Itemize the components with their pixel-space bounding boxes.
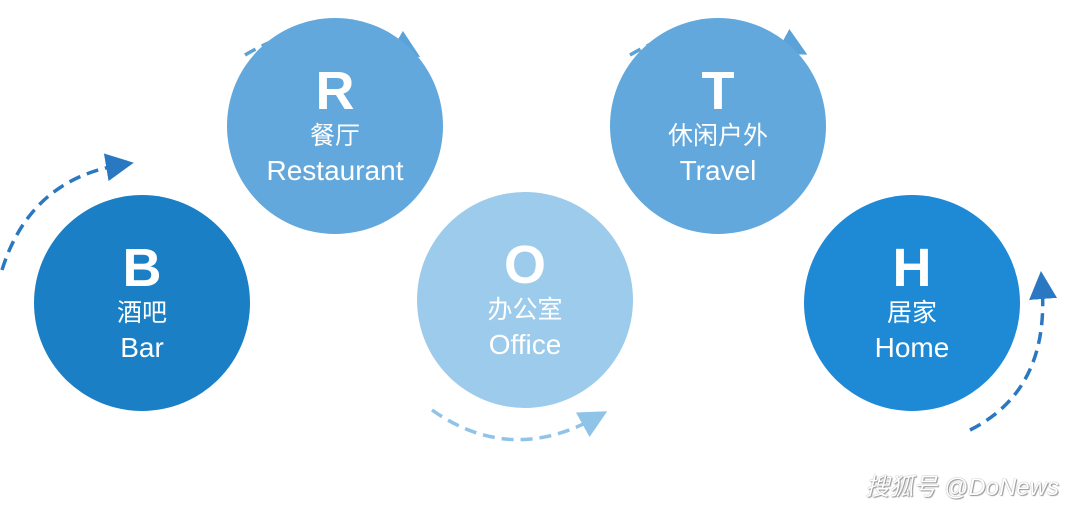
node-letter: T bbox=[701, 61, 735, 121]
node-restaurant: R 餐厅 Restaurant bbox=[227, 18, 443, 234]
node-office: O 办公室 Office bbox=[417, 192, 633, 408]
node-en-label: Home bbox=[874, 332, 950, 363]
node-en-label: Restaurant bbox=[266, 155, 404, 186]
node-cn-label: 居家 bbox=[886, 298, 937, 327]
node-en-label: Bar bbox=[120, 332, 164, 363]
node-cn-label: 餐厅 bbox=[309, 121, 360, 150]
arrow-from-h bbox=[969, 271, 1058, 432]
arrow-to-t bbox=[430, 408, 608, 442]
node-letter: B bbox=[122, 238, 162, 298]
node-letter: R bbox=[315, 61, 355, 121]
node-en-label: Travel bbox=[679, 155, 757, 186]
node-en-label: Office bbox=[488, 329, 562, 360]
node-bar: B 酒吧 Bar bbox=[34, 195, 250, 411]
node-letter: H bbox=[892, 238, 932, 298]
node-letter: O bbox=[503, 235, 546, 295]
node-home: H 居家 Home bbox=[804, 195, 1020, 411]
arrow-to-r bbox=[0, 153, 134, 271]
node-cn-label: 休闲户外 bbox=[667, 121, 768, 150]
watermark: 搜狐号 @DoNews bbox=[865, 474, 1059, 501]
node-travel: T 休闲户外 Travel bbox=[610, 18, 826, 234]
node-cn-label: 办公室 bbox=[487, 295, 563, 324]
node-cn-label: 酒吧 bbox=[116, 298, 167, 327]
